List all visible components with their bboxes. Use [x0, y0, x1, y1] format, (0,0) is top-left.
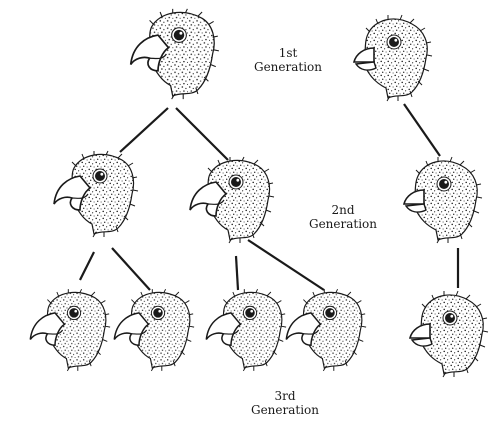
- line-gen2right-to-gen3c: [234, 255, 240, 291]
- line-gen1-to-gen2-right: [175, 107, 229, 161]
- bird-head-gen2-left-hooked: [53, 150, 139, 238]
- bird-head-gen3-a-hooked: [29, 288, 111, 372]
- line-gen2left-to-gen3b: [111, 247, 151, 291]
- line-gen1-to-gen2-left: [119, 107, 169, 153]
- bird-head-right-gen2-short: [403, 156, 483, 244]
- bird-head-gen2-right-hooked: [189, 156, 275, 244]
- generation-2-word: Generation: [308, 217, 378, 231]
- bird-head-right-gen1-short: [353, 14, 433, 102]
- generation-1-number: 1st: [278, 46, 298, 60]
- bird-head-gen3-d-hooked: [285, 288, 367, 372]
- generation-1-word: Generation: [253, 60, 323, 74]
- generation-2-label: 2nd Generation: [298, 203, 388, 231]
- line-gen2left-to-gen3a: [79, 251, 95, 281]
- bird-head-right-gen3-short: [409, 290, 489, 378]
- generation-3-word: Generation: [250, 403, 320, 417]
- line-right-gen1-to-gen2: [403, 103, 441, 157]
- bird-head-gen3-c-hooked: [205, 288, 287, 372]
- generation-2-number: 2nd: [331, 203, 355, 217]
- generation-1-label: 1st Generation: [246, 46, 330, 74]
- generation-3-number: 3rd: [274, 389, 296, 403]
- bird-head-gen3-b-hooked: [113, 288, 195, 372]
- left-lineage-lines: [79, 107, 325, 291]
- line-gen2right-to-gen3d: [247, 239, 325, 291]
- bird-head-gen1-hooked: [129, 8, 220, 100]
- generation-3-label: 3rd Generation: [240, 389, 330, 417]
- right-lineage-lines: [403, 103, 460, 288]
